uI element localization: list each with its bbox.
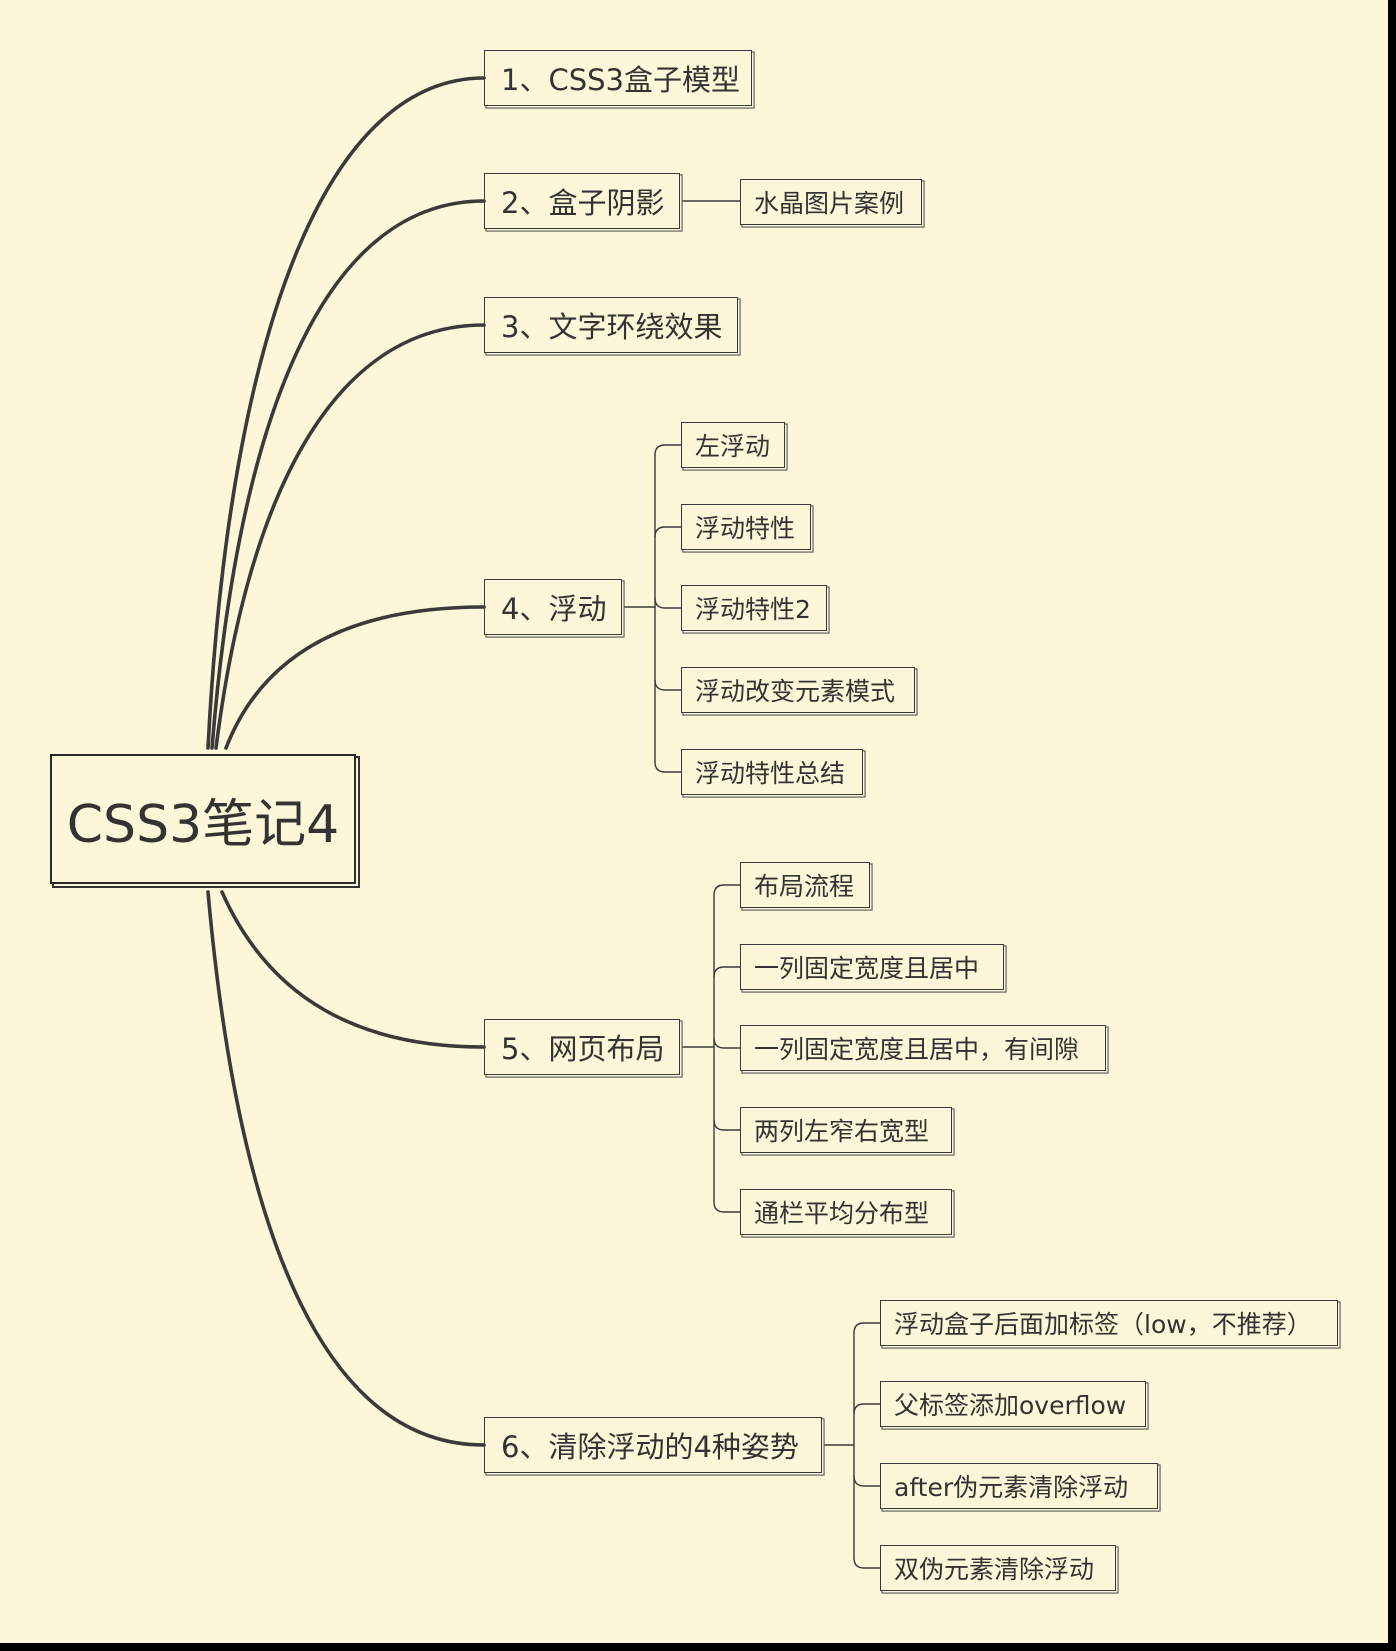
topic-label: 5、网页布局 xyxy=(501,1032,665,1066)
connector-root-topic xyxy=(206,76,486,750)
connector-subtopic xyxy=(654,761,682,773)
subtopic-float-left[interactable]: 左浮动 xyxy=(681,422,785,468)
subtopic-label: 一列固定宽度且居中 xyxy=(754,954,980,983)
subtopic-label: 浮动改变元素模式 xyxy=(695,677,896,706)
subtopic-clear-overflow[interactable]: 父标签添加overflow xyxy=(880,1381,1146,1427)
connector-subtopic xyxy=(654,679,682,691)
topic-clear-float[interactable]: 6、清除浮动的4种姿势 xyxy=(484,1417,822,1473)
connector-subtopic xyxy=(654,597,682,609)
subtopic-label: 左浮动 xyxy=(695,432,771,461)
connector-subtopic xyxy=(654,444,682,456)
topic-label: 1、CSS3盒子模型 xyxy=(501,63,740,97)
topic-page-layout[interactable]: 5、网页布局 xyxy=(484,1019,680,1075)
connector-subtopic xyxy=(853,1475,881,1487)
subtopic-clear-after[interactable]: after伪元素清除浮动 xyxy=(880,1463,1158,1509)
subtopic-label: after伪元素清除浮动 xyxy=(894,1473,1129,1502)
connector-subtopic xyxy=(853,1322,881,1334)
subtopic-label: 双伪元素清除浮动 xyxy=(894,1555,1095,1584)
subtopic-one-column-centered[interactable]: 一列固定宽度且居中 xyxy=(740,944,1004,990)
root-topic-label: CSS3笔记4 xyxy=(66,794,340,855)
subtopic-label: 两列左窄右宽型 xyxy=(754,1117,930,1146)
subtopic-label: 一列固定宽度且居中，有间隙 xyxy=(754,1035,1080,1064)
connector-root-topic xyxy=(206,890,486,1447)
connector-subtopic xyxy=(713,966,741,978)
connector-root-topic xyxy=(210,199,486,750)
subtopic-label: 浮动特性 xyxy=(695,514,796,543)
subtopic-float-feature-2[interactable]: 浮动特性2 xyxy=(681,585,827,631)
topic-float[interactable]: 4、浮动 xyxy=(484,579,622,635)
subtopic-layout-process[interactable]: 布局流程 xyxy=(740,862,870,908)
connector-subtopic xyxy=(853,1557,881,1569)
topic-box-modle[interactable]: 1、CSS3盒子模型 xyxy=(484,50,752,106)
topic-label: 6、清除浮动的4种姿势 xyxy=(501,1430,799,1464)
connector-root-topic xyxy=(224,605,486,750)
connector-subtopic xyxy=(853,1403,881,1415)
subtopic-label: 通栏平均分布型 xyxy=(754,1199,930,1228)
subtopic-label: 父标签添加overflow xyxy=(894,1391,1127,1420)
subtopic-label: 浮动特性总结 xyxy=(695,759,846,788)
subtopic-one-column-centered-gap[interactable]: 一列固定宽度且居中，有间隙 xyxy=(740,1025,1106,1071)
connector-subtopic xyxy=(713,1037,741,1049)
subtopic-label: 浮动特性2 xyxy=(695,595,811,624)
subtopic-float-feature[interactable]: 浮动特性 xyxy=(681,504,811,550)
connector-subtopic xyxy=(713,884,741,896)
topic-label: 2、盒子阴影 xyxy=(501,186,665,220)
topic-label: 4、浮动 xyxy=(501,592,607,626)
root-topic[interactable]: CSS3笔记4 xyxy=(50,754,356,884)
topic-box-shadow[interactable]: 2、盒子阴影 xyxy=(484,173,680,229)
subtopic-two-columns[interactable]: 两列左窄右宽型 xyxy=(740,1107,952,1153)
subtopic-full-width-even[interactable]: 通栏平均分布型 xyxy=(740,1189,952,1235)
subtopic-label: 布局流程 xyxy=(754,872,855,901)
subtopic-clear-extra-tag[interactable]: 浮动盒子后面加标签（low，不推荐） xyxy=(880,1300,1338,1346)
subtopic-clear-double-pseudo[interactable]: 双伪元素清除浮动 xyxy=(880,1545,1116,1591)
connector-root-topic xyxy=(214,323,486,750)
connector-root-topic xyxy=(220,890,486,1049)
connector-subtopic xyxy=(713,1201,741,1213)
subtopic-float-change-mode[interactable]: 浮动改变元素模式 xyxy=(681,667,915,713)
subtopic-label: 水晶图片案例 xyxy=(754,189,905,218)
subtopic-float-summary[interactable]: 浮动特性总结 xyxy=(681,749,863,795)
subtopic-label: 浮动盒子后面加标签（low，不推荐） xyxy=(894,1310,1312,1339)
connector-subtopic xyxy=(654,526,682,538)
subtopic-crystal-image-case[interactable]: 水晶图片案例 xyxy=(740,179,922,225)
connector-subtopic xyxy=(713,1119,741,1131)
topic-label: 3、文字环绕效果 xyxy=(501,310,723,344)
topic-text-wrap[interactable]: 3、文字环绕效果 xyxy=(484,297,738,353)
